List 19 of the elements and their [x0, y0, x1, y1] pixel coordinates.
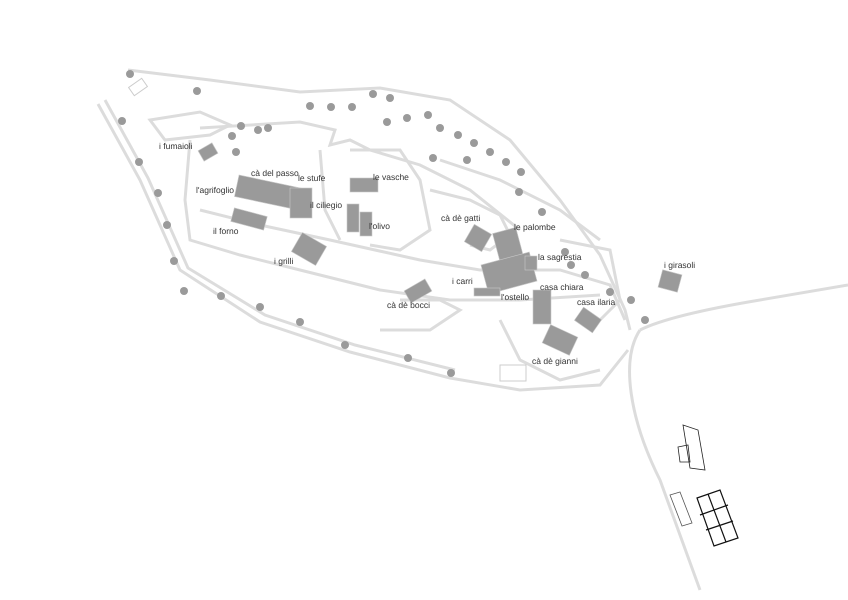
building-name: la sagrestia	[538, 252, 582, 262]
building-name: le palombe	[514, 222, 556, 232]
building-name: cà dè bocci	[387, 300, 430, 310]
building-name: le vasche	[373, 172, 409, 182]
building-name: casa ilaria	[577, 297, 616, 307]
building-name: casa chiara	[540, 282, 584, 292]
building-name: i fumaioli	[159, 141, 193, 151]
building-name: cà dè gatti	[441, 213, 480, 223]
building-name: i girasoli	[664, 260, 696, 270]
building-name: il forno	[213, 226, 239, 236]
building-name: i carri	[452, 276, 473, 286]
building-name: il ciliegio	[310, 200, 342, 210]
building-name: cà dè gianni	[532, 356, 578, 366]
building-name: i grilli	[274, 256, 294, 266]
building-name: le stufe	[298, 173, 326, 183]
building-name: l'ostello	[501, 292, 530, 302]
building-name: l'olivo	[369, 221, 390, 231]
building-name: cà del passo	[251, 168, 299, 178]
building-name: l'agrifoglio	[196, 185, 234, 195]
